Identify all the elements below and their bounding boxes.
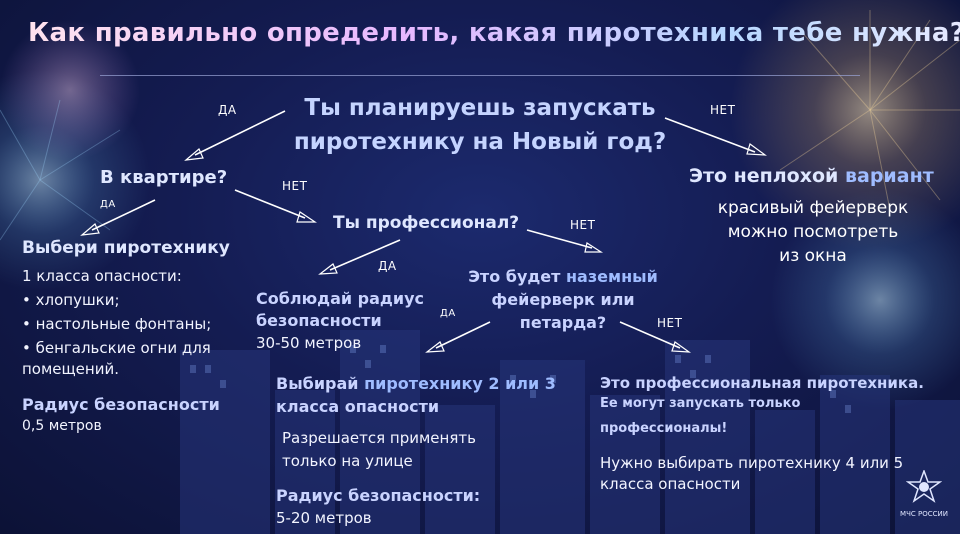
label-no-ground: НЕТ <box>657 316 683 330</box>
pro-line3: профессионалы! <box>600 421 728 436</box>
logo-text: МЧС РОССИИ <box>900 510 948 518</box>
keep-radius-line2: безопасности <box>256 311 382 330</box>
pro-need2: класса опасности <box>600 475 741 493</box>
choose-intro: 1 класса опасности: <box>22 267 182 285</box>
apartment-question: В квартире? <box>100 167 228 188</box>
class23-radius-value: 5-20 метров <box>276 509 372 527</box>
choose-radius-value: 0,5 метров <box>22 418 102 434</box>
pro-need1: Нужно выбирать пиротехнику 4 или 5 <box>600 454 904 472</box>
label-no-pro: НЕТ <box>570 218 596 232</box>
keep-radius-line1: Соблюдай радиус <box>256 289 424 308</box>
mchs-emblem-icon <box>905 468 943 503</box>
class23-street1: Разрешается применять <box>282 429 476 447</box>
label-yes-main: ДА <box>218 103 237 117</box>
arrow-apartment-yes <box>80 199 156 236</box>
arrow-ground-yes <box>425 321 491 353</box>
ground-line3: петарда? <box>519 313 607 332</box>
choose-heading: Выбери пиротехнику <box>22 238 230 258</box>
page-title: Как правильно определить, какая пиротехн… <box>28 18 960 48</box>
ground-line1-a: Это будет <box>468 267 566 286</box>
class23-street2: только на улице <box>282 452 413 470</box>
not-bad-line2: можно посмотреть <box>727 222 899 242</box>
label-yes-apartment: ДА <box>100 199 116 210</box>
building-windows <box>190 345 851 413</box>
arrow-ground-no <box>619 321 692 353</box>
keep-radius-value: 30-50 метров <box>256 334 362 352</box>
label-no-apartment: НЕТ <box>282 179 308 193</box>
ground-line1-b: наземный <box>565 267 658 286</box>
main-question: Ты планируешь запускать пиротехнику на Н… <box>270 91 690 159</box>
pro-heading: Это профессиональная пиротехника. <box>600 374 924 392</box>
main-question-line2: пиротехнику на Новый год? <box>293 129 667 155</box>
firework-rays-right <box>779 10 960 211</box>
not-bad-text: красивый фейерверк можно посмотреть из о… <box>700 196 926 268</box>
not-bad-heading-b: вариант <box>844 165 934 187</box>
city-skyline <box>180 330 960 534</box>
arrow-main-yes <box>184 110 286 161</box>
choose-item: помещений. <box>22 360 119 378</box>
class23-line1-a: Выбирай <box>276 374 365 393</box>
arrow-pro-yes <box>318 239 401 275</box>
choose-item: • бенгальские огни для <box>22 339 211 357</box>
firework-rays-left <box>0 99 121 241</box>
firework-glow-top-left <box>0 20 140 160</box>
label-yes-pro: ДА <box>378 259 397 273</box>
class23-line1-b: пиротехнику 2 или 3 <box>364 374 556 393</box>
professional-question: Ты профессионал? <box>333 213 520 233</box>
ground-line2: фейерверк или <box>491 290 635 309</box>
firework-glow-right <box>730 0 960 250</box>
label-no-main: НЕТ <box>710 103 736 117</box>
choose-item: • хлопушки; <box>22 291 120 309</box>
pro-need: Нужно выбирать пиротехнику 4 или 5 класс… <box>600 453 903 495</box>
not-bad-heading-a: Это неплохой <box>689 165 845 187</box>
keep-radius-text: Соблюдай радиус безопасности <box>256 288 424 332</box>
class23-street: Разрешается применять только на улице <box>282 427 476 473</box>
class23-heading: Выбирай пиротехнику 2 или 3 класса опасн… <box>276 372 556 418</box>
arrow-pro-no <box>526 229 604 253</box>
title-divider <box>100 75 860 76</box>
choose-item: • настольные фонтаны; <box>22 315 212 333</box>
not-bad-heading: Это неплохой вариант <box>689 165 934 187</box>
mchs-logo: МЧС РОССИИ <box>898 468 950 518</box>
class23-line2: класса опасности <box>276 397 440 416</box>
not-bad-line3: из окна <box>779 246 847 266</box>
arrow-apartment-no <box>234 189 317 223</box>
class23-radius-heading: Радиус безопасности: <box>276 486 481 505</box>
choose-radius-heading: Радиус безопасности <box>22 395 220 414</box>
main-question-line1: Ты планируешь запускать <box>304 95 656 121</box>
not-bad-line1: красивый фейерверк <box>717 198 909 218</box>
label-yes-ground: ДА <box>440 308 456 319</box>
firework-glow-right-lower <box>770 190 960 410</box>
choose-list: 1 класса опасности: • хлопушки; • настол… <box>22 266 211 380</box>
ground-question: Это будет наземный фейерверк или петарда… <box>468 265 658 334</box>
arrow-main-no <box>664 117 767 156</box>
pro-line2: Ее могут запускать только <box>600 396 801 411</box>
